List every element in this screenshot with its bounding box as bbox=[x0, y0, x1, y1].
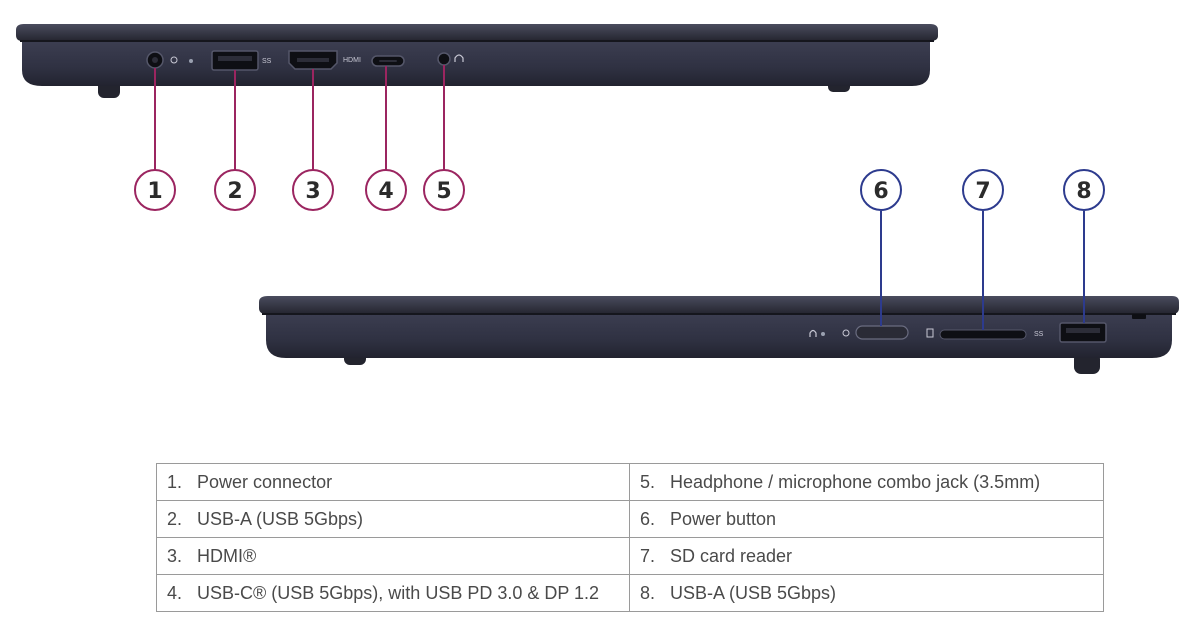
svg-text:8: 8 bbox=[1076, 179, 1091, 204]
legend-text: USB-A (USB 5Gbps) bbox=[670, 582, 837, 603]
legend-text: Headphone / microphone combo jack (3.5mm… bbox=[670, 471, 1041, 492]
callout-6: 6 bbox=[860, 169, 902, 211]
svg-text:1: 1 bbox=[147, 179, 162, 204]
laptop-lid bbox=[259, 296, 1179, 314]
microphone-icon bbox=[809, 329, 817, 337]
legend-cell-8: 8. USB-A (USB 5Gbps) bbox=[629, 574, 1104, 612]
power-connector-pin bbox=[152, 57, 158, 63]
legend-cell-5: 5. Headphone / microphone combo jack (3.5… bbox=[629, 463, 1104, 501]
table-row: 1. Power connector 5. Headphone / micropho… bbox=[156, 463, 1104, 501]
legend-number: 4. bbox=[167, 582, 183, 603]
table-row: 2. USB-A (USB 5Gbps) 6. Power button bbox=[156, 500, 1104, 538]
legend-cell-2: 2. USB-A (USB 5Gbps) bbox=[156, 500, 630, 538]
laptop-left-side-view: SS HDMI bbox=[16, 24, 938, 170]
callouts: 1 2 3 4 5 6 7 8 bbox=[134, 169, 1105, 211]
table-row: 4. USB-C® (USB 5Gbps), with USB PD 3.0 & … bbox=[156, 574, 1104, 612]
callout-1: 1 bbox=[134, 169, 176, 211]
laptop-base bbox=[266, 313, 1172, 358]
lid-seam bbox=[262, 313, 1176, 315]
svg-text:2: 2 bbox=[227, 179, 242, 204]
svg-text:3: 3 bbox=[305, 179, 320, 204]
callout-4: 4 bbox=[365, 169, 407, 211]
callout-7: 7 bbox=[962, 169, 1004, 211]
legend-number: 8. bbox=[640, 582, 656, 603]
sd-card-icon bbox=[926, 328, 934, 338]
legend-number: 3. bbox=[167, 545, 183, 566]
legend-number: 1. bbox=[167, 471, 183, 492]
power-button bbox=[855, 325, 909, 340]
lid-seam bbox=[20, 40, 934, 42]
laptop-lid bbox=[16, 24, 938, 41]
legend-cell-1: 1. Power connector bbox=[156, 463, 630, 501]
legend-text: Power button bbox=[670, 508, 777, 529]
headphone-icon bbox=[454, 54, 464, 62]
legend-number: 7. bbox=[640, 545, 656, 566]
sd-card-slot bbox=[939, 329, 1027, 340]
legend-number: 2. bbox=[167, 508, 183, 529]
svg-text:6: 6 bbox=[873, 179, 888, 204]
legend-text: Power connector bbox=[197, 471, 333, 492]
callout-8: 8 bbox=[1063, 169, 1105, 211]
legend-cell-7: 7. SD card reader bbox=[629, 537, 1104, 575]
hdmi-pins bbox=[297, 58, 329, 62]
legend-cell-3: 3. HDMI® bbox=[156, 537, 630, 575]
legend-text: USB-C® (USB 5Gbps), with USB PD 3.0 & DP… bbox=[197, 582, 600, 603]
audio-jack-port bbox=[437, 52, 451, 66]
svg-text:7: 7 bbox=[975, 179, 990, 204]
svg-text:4: 4 bbox=[378, 179, 393, 204]
ports-legend-table: 1. Power connector 5. Headphone / micropho… bbox=[156, 463, 1104, 612]
legend-text: USB-A (USB 5Gbps) bbox=[197, 508, 364, 529]
legend-text: HDMI® bbox=[197, 545, 257, 566]
power-indicator-icon bbox=[170, 56, 178, 64]
laptop-right-side-view: SS bbox=[259, 211, 1179, 374]
status-led bbox=[189, 59, 193, 63]
svg-text:5: 5 bbox=[436, 179, 451, 204]
callout-5: 5 bbox=[423, 169, 465, 211]
legend-cell-6: 6. Power button bbox=[629, 500, 1104, 538]
usb-a-tongue bbox=[218, 56, 252, 61]
power-symbol-icon bbox=[842, 329, 850, 337]
ss-label: SS bbox=[262, 58, 272, 65]
legend-number: 6. bbox=[640, 508, 656, 529]
callout-2: 2 bbox=[214, 169, 256, 211]
legend-text: SD card reader bbox=[670, 545, 793, 566]
status-led bbox=[821, 332, 825, 336]
callout-3: 3 bbox=[292, 169, 334, 211]
usb-c-tongue bbox=[379, 60, 397, 62]
hdmi-label: HDMI bbox=[343, 57, 361, 64]
legend-cell-4: 4. USB-C® (USB 5Gbps), with USB PD 3.0 & … bbox=[156, 574, 630, 612]
usb-a-tongue bbox=[1066, 328, 1100, 333]
table-row: 3. HDMI® 7. SD card reader bbox=[156, 537, 1104, 575]
security-slot bbox=[1132, 314, 1146, 319]
legend-number: 5. bbox=[640, 471, 656, 492]
ss-label: SS bbox=[1034, 331, 1044, 338]
